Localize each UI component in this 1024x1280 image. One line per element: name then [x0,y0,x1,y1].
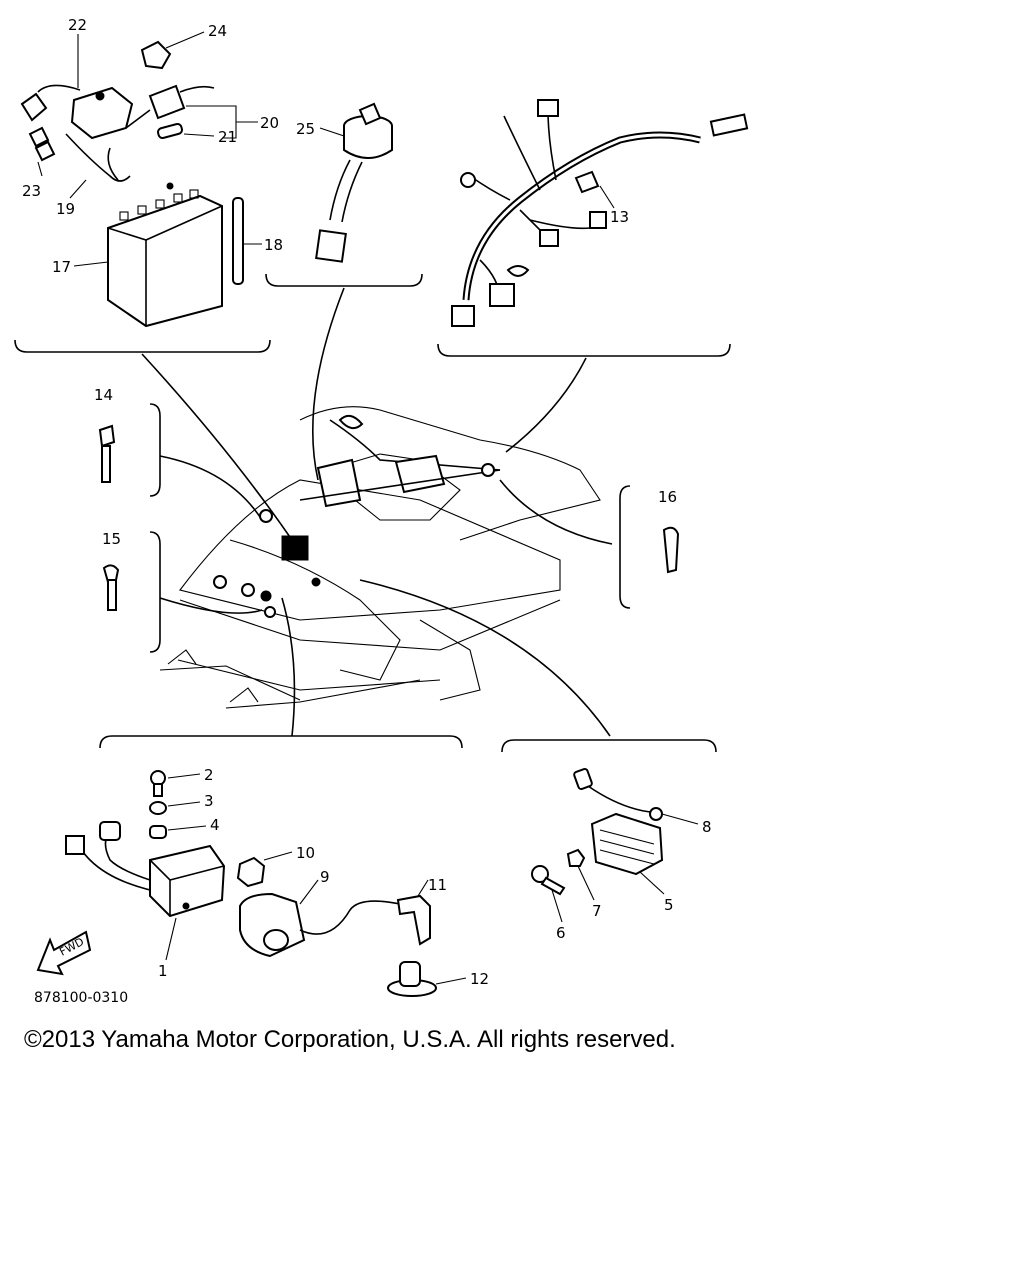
leader-lines [37,31,262,267]
bolt-15 [102,564,120,611]
bracket-14 [149,403,161,497]
callout-2: 2 [204,766,214,784]
callout-20: 20 [260,114,279,132]
callout-10: 10 [296,844,315,862]
callout-6: 6 [556,924,566,942]
lead-wire-8 [573,767,663,821]
bolt-14 [98,424,116,483]
callout-17: 17 [52,258,71,276]
nut-7 [566,848,586,867]
ignition-coil [239,892,401,958]
group-bracket [99,735,463,749]
callout-24: 24 [208,22,227,40]
bolt-16 [662,526,680,574]
callout-5: 5 [664,896,674,914]
washer [149,801,167,815]
group-bracket [265,273,423,287]
callout-18: 18 [264,236,283,254]
group-bracket [437,343,731,357]
group-bracket [14,339,271,353]
bolt-6 [531,865,566,896]
callout-14: 14 [94,386,113,404]
callout-11: 11 [428,876,447,894]
callout-1: 1 [158,962,168,980]
bracket-16 [619,485,631,609]
drawing-code: 878100-0310 [34,990,128,1006]
wire-harness [451,99,749,327]
ignition-group [36,735,467,997]
electrical-diagram-svg: 1 2 3 4 5 6 7 8 9 10 11 12 13 14 15 16 1… [14,16,749,1006]
leader-lines [165,773,467,985]
callout-16: 16 [658,488,677,506]
callout-12: 12 [470,970,489,988]
callout-25: 25 [296,120,315,138]
callout-15: 15 [102,530,121,548]
rectifier-group [501,739,717,923]
callout-3: 3 [204,792,214,810]
cdi-unit [65,821,226,918]
leader-lines [551,813,699,923]
copyright-notice: ©2013 Yamaha Motor Corporation, U.S.A. A… [24,1026,676,1053]
callout-23: 23 [22,182,41,200]
battery [107,182,223,328]
atv-frame [159,406,601,709]
callout-13: 13 [610,208,629,226]
callout-8: 8 [702,818,712,836]
main-switch-group [265,102,423,287]
callout-9: 9 [320,868,330,886]
callout-4: 4 [210,816,220,834]
callout-19: 19 [56,200,75,218]
screw [150,770,166,797]
starter-relay [20,84,134,140]
battery-group [14,31,271,353]
fuse [140,40,172,70]
clip [28,126,50,148]
rectifier-regulator [590,812,664,876]
bracket-15 [149,531,161,653]
main-switch [315,102,393,263]
lead-wire [65,133,131,182]
fwd-arrow-icon [36,930,92,976]
callout-7: 7 [592,902,602,920]
spark-plug-cap [396,894,431,946]
fuse-holder [125,84,215,140]
callout-22: 22 [68,16,87,34]
breather-tube [232,197,244,285]
callout-21: 21 [218,128,237,146]
collar [149,825,167,839]
nut [236,856,266,888]
group-bracket [501,739,717,753]
wire-harness-group [437,99,749,357]
spark-plug [387,961,437,997]
